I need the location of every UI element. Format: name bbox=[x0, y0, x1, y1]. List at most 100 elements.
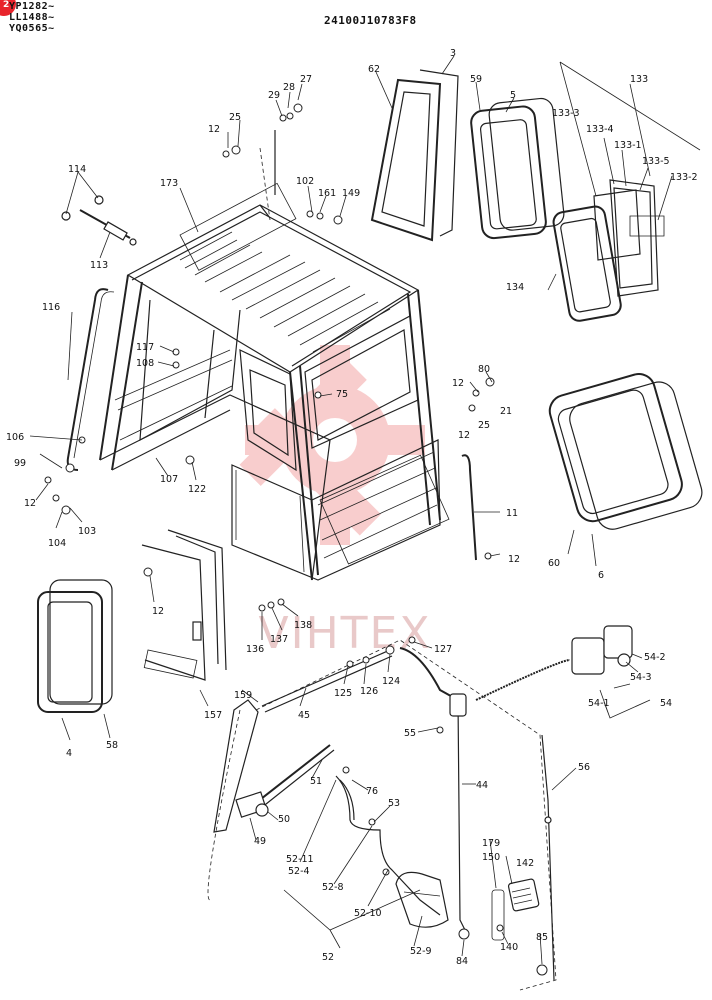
callout-12-right-low: 12 bbox=[508, 554, 520, 565]
callout-102: 102 bbox=[296, 176, 314, 187]
callout-59: 59 bbox=[470, 74, 482, 85]
callout-28: 28 bbox=[283, 82, 295, 93]
callout-12-center: 12 bbox=[152, 606, 164, 617]
callout-29: 29 bbox=[268, 90, 280, 101]
callout-11: 11 bbox=[506, 508, 518, 519]
callout-50: 50 bbox=[278, 814, 290, 825]
callout-84: 84 bbox=[456, 956, 468, 967]
callout-52-8: 52-8 bbox=[322, 882, 344, 893]
callout-80: 80 bbox=[478, 364, 490, 375]
callout-137: 137 bbox=[270, 634, 288, 645]
callout-133-3: 133-3 bbox=[552, 108, 580, 119]
callout-106: 106 bbox=[6, 432, 24, 443]
washer-hose bbox=[335, 775, 441, 916]
serial-number-1: YP1282~ bbox=[9, 1, 55, 12]
watermark-text: VIHTEX bbox=[259, 608, 432, 659]
callout-51: 51 bbox=[310, 776, 322, 787]
callout-142: 142 bbox=[516, 858, 534, 869]
callout-125: 125 bbox=[334, 688, 352, 699]
callout-27: 27 bbox=[300, 74, 312, 85]
callout-3: 3 bbox=[450, 48, 456, 59]
callout-54-2: 54-2 bbox=[644, 652, 666, 663]
callout-127: 127 bbox=[434, 644, 452, 655]
watermark-logo bbox=[239, 345, 425, 545]
callout-103: 103 bbox=[78, 526, 96, 537]
callout-157: 157 bbox=[204, 710, 222, 721]
callout-76: 76 bbox=[366, 786, 378, 797]
callout-133-2: 133-2 bbox=[670, 172, 698, 183]
callout-53: 53 bbox=[388, 798, 400, 809]
callout-108: 108 bbox=[136, 358, 154, 369]
lamp-cable bbox=[475, 659, 571, 701]
callout-55: 55 bbox=[404, 728, 416, 739]
callout-150: 150 bbox=[482, 852, 500, 863]
leader-lines bbox=[29, 55, 701, 965]
serial-number-2: LL1488~ bbox=[9, 12, 55, 23]
callout-56: 56 bbox=[578, 762, 590, 773]
bolt-leader bbox=[259, 147, 271, 221]
callout-60: 60 bbox=[548, 558, 560, 569]
door-rails bbox=[141, 529, 227, 681]
callout-113: 113 bbox=[90, 260, 108, 271]
callout-124: 124 bbox=[382, 676, 400, 687]
callout-159: 159 bbox=[234, 690, 252, 701]
callout-138: 138 bbox=[294, 620, 312, 631]
callout-52: 52 bbox=[322, 952, 334, 963]
gas-spring bbox=[61, 195, 137, 246]
callout-44: 44 bbox=[476, 780, 488, 791]
callout-140: 140 bbox=[500, 942, 518, 953]
callout-85: 85 bbox=[536, 932, 548, 943]
callout-104: 104 bbox=[48, 538, 66, 549]
callout-133-5: 133-5 bbox=[642, 156, 670, 167]
callout-116: 116 bbox=[42, 302, 60, 313]
callout-25-top: 25 bbox=[229, 112, 241, 123]
callout-6: 6 bbox=[598, 570, 604, 581]
callout-179: 179 bbox=[482, 838, 500, 849]
callout-54: 54 bbox=[660, 698, 672, 709]
upper-door-window bbox=[370, 69, 459, 242]
callout-52-9: 52-9 bbox=[410, 946, 432, 957]
callout-133-4: 133-4 bbox=[586, 124, 614, 135]
handle-pipe bbox=[461, 454, 477, 561]
callout-136: 136 bbox=[246, 644, 264, 655]
callout-134: 134 bbox=[506, 282, 524, 293]
front-lower-window bbox=[548, 373, 703, 530]
callout-75: 75 bbox=[336, 389, 348, 400]
part-code: 24100J10783F8 bbox=[324, 14, 417, 27]
cable-56 bbox=[541, 734, 555, 981]
callout-12-right-mid: 12 bbox=[458, 430, 470, 441]
callout-62: 62 bbox=[368, 64, 380, 75]
washer-tank bbox=[395, 871, 449, 928]
quarter-window bbox=[470, 97, 565, 240]
callout-12-top: 12 bbox=[208, 124, 220, 135]
callout-49: 49 bbox=[254, 836, 266, 847]
harness-44 bbox=[457, 699, 467, 933]
callout-58: 58 bbox=[106, 740, 118, 751]
callout-52-11: 52-11 bbox=[286, 854, 314, 865]
callout-161: 161 bbox=[318, 188, 336, 199]
callout-4: 4 bbox=[66, 748, 72, 759]
serial-number-3: YQ0565~ bbox=[9, 23, 55, 34]
page-badge: 2 bbox=[0, 0, 16, 16]
callout-12-left: 12 bbox=[24, 498, 36, 509]
callout-99: 99 bbox=[14, 458, 26, 469]
side-lower-window bbox=[37, 579, 113, 713]
callout-54-1: 54-1 bbox=[588, 698, 610, 709]
callout-122: 122 bbox=[188, 484, 206, 495]
badge-number: 2 bbox=[3, 0, 10, 10]
harness-44-top bbox=[399, 647, 459, 701]
callout-133: 133 bbox=[630, 74, 648, 85]
callout-117: 117 bbox=[136, 342, 154, 353]
callout-126: 126 bbox=[360, 686, 378, 697]
callout-133-1: 133-1 bbox=[614, 140, 642, 151]
callout-5: 5 bbox=[510, 90, 516, 101]
switch-box bbox=[491, 878, 540, 941]
wiper-motor bbox=[235, 744, 335, 818]
callout-114: 114 bbox=[68, 164, 86, 175]
callout-52-10: 52-10 bbox=[354, 908, 382, 919]
callout-107: 107 bbox=[160, 474, 178, 485]
callout-21: 21 bbox=[500, 406, 512, 417]
callout-45: 45 bbox=[298, 710, 310, 721]
callout-25-right: 25 bbox=[478, 420, 490, 431]
callout-12-right-top: 12 bbox=[452, 378, 464, 389]
